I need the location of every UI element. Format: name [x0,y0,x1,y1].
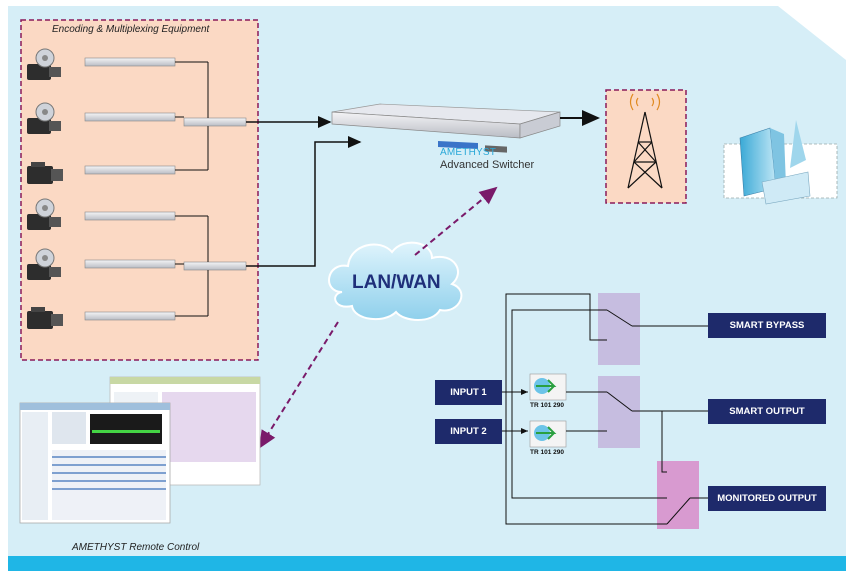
network-to-remote-arrow [258,321,339,449]
analyzer-icon [529,373,567,401]
output-switch-box [598,376,640,448]
input-2-badge: INPUT 2 [435,419,502,444]
remote-control-label: AMETHYST Remote Control [72,542,200,553]
smart-bypass-badge: SMART BYPASS [708,313,826,338]
smart-output-badge: SMART OUTPUT [708,399,826,424]
camera-icon [27,198,61,230]
encoder-icon [84,259,176,269]
switcher-icon [331,103,561,153]
encoder-icon [84,57,176,67]
bypass-switch-box [598,293,640,365]
camera-icon [27,162,63,184]
building-icon [739,120,811,205]
camera-icon [27,48,61,80]
monitor-switch-box [657,461,699,529]
camera-icon [27,248,61,280]
encoder-icon [84,165,176,175]
analyzer-1-label: TR 101 290 [530,402,564,409]
bottom-bar [8,556,846,571]
mux2-link [246,136,362,267]
switcher-description: Advanced Switcher [440,159,535,171]
antenna-tower-icon [627,93,663,189]
input-1-badge: INPUT 1 [435,380,502,405]
encoding-panel-title: Encoding & Multiplexing Equipment [52,24,210,35]
switcher-name: AMETHYST [440,147,497,158]
monitor-icon [19,402,171,524]
cloud-icon [328,241,463,321]
encoder-icon [84,311,176,321]
network-to-switcher-arrow [414,186,498,256]
multiplexer-icon [183,117,247,127]
encoder-icon [84,211,176,221]
analyzer-2-label: TR 101 290 [530,449,564,456]
network-label: LAN/WAN [352,272,441,293]
camera-icon [27,102,61,134]
monitored-output-badge: MONITORED OUTPUT [708,486,826,511]
analyzer-icon [529,420,567,448]
switching-wiring [502,293,708,525]
camera-icon [27,307,63,329]
antenna-panel [605,89,687,204]
encoder-icon [84,112,176,122]
encoder-wiring [175,61,209,317]
multiplexer-icon [183,261,247,271]
